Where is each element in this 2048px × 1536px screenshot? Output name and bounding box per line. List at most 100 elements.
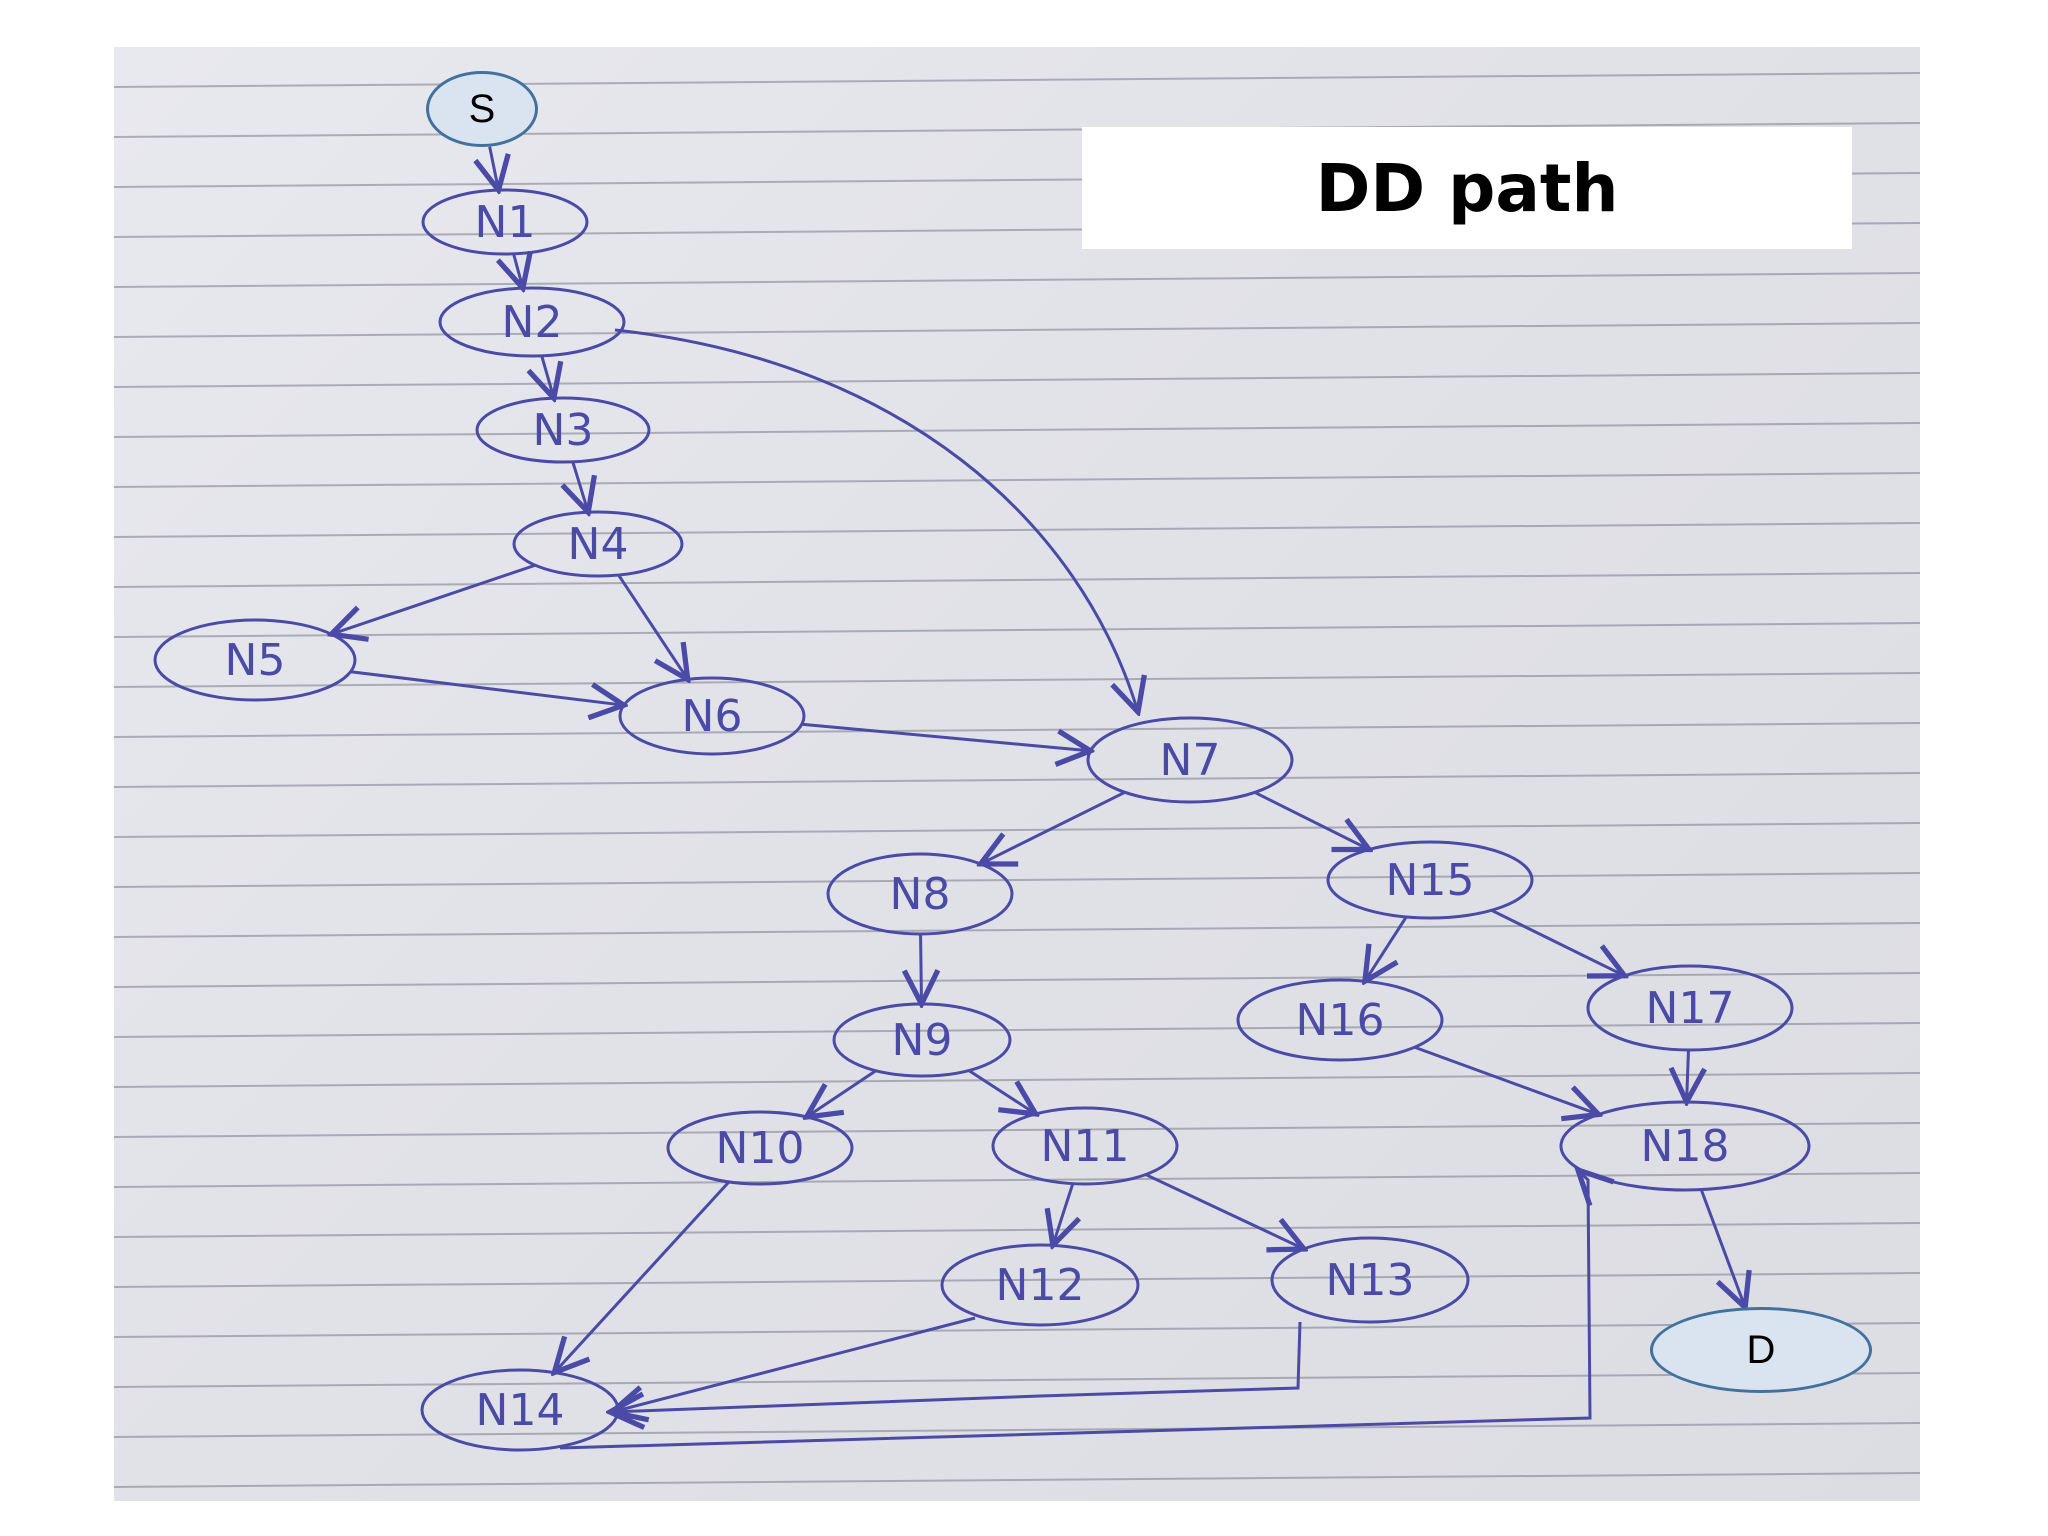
node-n13: N13: [1270, 1236, 1470, 1324]
node-label: N4: [568, 519, 629, 570]
edge-n11-to-n13: [1145, 1173, 1304, 1249]
ruled-line: [114, 872, 1920, 888]
edge-n16-to-n18: [1414, 1045, 1599, 1114]
node-label: N17: [1646, 983, 1735, 1034]
graph-edges: [331, 146, 1745, 1450]
ruled-line: [114, 372, 1920, 388]
edge-n11-to-n12: [1053, 1183, 1073, 1246]
node-label: N3: [533, 405, 594, 456]
node-n7: N7: [1086, 716, 1294, 804]
ruled-line: [114, 822, 1920, 838]
node-label: N7: [1160, 735, 1221, 786]
node-n8: N8: [826, 852, 1014, 936]
node-label: N1: [475, 197, 536, 248]
node-ellipse: [1086, 716, 1294, 804]
node-n15: N15: [1326, 840, 1534, 920]
edge-n12-to-n14: [612, 1316, 976, 1412]
node-n9: N9: [832, 1002, 1012, 1078]
edge-n15-to-n16: [1365, 916, 1408, 981]
node-ellipse: [1586, 964, 1794, 1052]
node-label: N18: [1641, 1121, 1730, 1172]
node-ellipse: [1236, 978, 1444, 1062]
edge-n7-to-n15: [1254, 791, 1369, 849]
ruled-line: [114, 1172, 1920, 1188]
node-label: N5: [225, 635, 286, 686]
node-label: N9: [892, 1015, 953, 1066]
node-label: N13: [1326, 1255, 1415, 1306]
node-n17: N17: [1586, 964, 1794, 1052]
node-label: N8: [890, 869, 951, 920]
node-n1: N1: [421, 188, 589, 256]
node-ellipse: [1559, 1100, 1811, 1192]
edge-n17-to-n18: [1687, 1049, 1689, 1102]
ruled-line: [114, 1222, 1920, 1238]
node-ellipse: [1326, 840, 1534, 920]
node-label: N2: [502, 297, 563, 348]
ruled-line: [114, 1422, 1920, 1438]
start-node: S: [426, 71, 538, 147]
edge-n14-to-n18: [559, 1170, 1590, 1450]
node-ellipse: [991, 1106, 1179, 1186]
ruled-line: [114, 1322, 1920, 1338]
node-n16: N16: [1236, 978, 1444, 1062]
node-ellipse: [421, 188, 589, 256]
edge-n4-to-n6: [617, 574, 688, 679]
node-ellipse: [826, 852, 1014, 936]
node-n5: N5: [153, 618, 357, 702]
edge-n9-to-n11: [968, 1069, 1036, 1113]
ruled-line: [114, 1472, 1920, 1488]
node-ellipse: [438, 286, 626, 358]
node-label: N11: [1041, 1121, 1130, 1172]
ruled-line: [114, 122, 1920, 138]
node-ellipse: [1270, 1236, 1470, 1324]
edge-n1-to-n2: [514, 254, 523, 288]
node-ellipse: [666, 1110, 854, 1186]
edge-s-to-n1: [490, 146, 499, 190]
ruled-line: [114, 1272, 1920, 1288]
edge-n4-to-n5: [331, 563, 536, 634]
node-ellipse: [420, 1368, 620, 1452]
edge-n15-to-n17: [1490, 908, 1625, 975]
edge-n9-to-n10: [807, 1069, 877, 1117]
ruled-line: [114, 272, 1920, 288]
node-ellipse: [832, 1002, 1012, 1078]
node-label: N16: [1296, 995, 1385, 1046]
node-ellipse: [940, 1243, 1140, 1327]
node-label: N12: [996, 1260, 1085, 1311]
node-ellipse: [512, 510, 684, 578]
ruled-line: [114, 772, 1920, 788]
ruled-lines: [114, 72, 1920, 1488]
edge-n10-to-n14: [554, 1180, 731, 1373]
node-n4: N4: [512, 510, 684, 578]
node-label: N15: [1386, 855, 1475, 906]
edge-n8-to-n9: [921, 933, 922, 1004]
ruled-line: [114, 1022, 1920, 1038]
edge-n13-to-n14: [610, 1321, 1302, 1412]
ruled-line: [114, 572, 1920, 588]
edge-n2-to-n7: [614, 328, 1138, 712]
node-n12: N12: [940, 1243, 1140, 1327]
node-label: N14: [476, 1385, 565, 1436]
ruled-line: [114, 472, 1920, 488]
ruled-line: [114, 72, 1920, 88]
node-label: N6: [682, 691, 743, 742]
edge-n18-to-d: [1699, 1189, 1745, 1308]
node-ellipse: [618, 676, 806, 756]
ruled-line: [114, 922, 1920, 938]
node-label: N10: [716, 1123, 805, 1174]
node-n6: N6: [618, 676, 806, 756]
ruled-line: [114, 322, 1920, 338]
ruled-line: [114, 1072, 1920, 1088]
ruled-line: [114, 422, 1920, 438]
node-n10: N10: [666, 1110, 854, 1186]
edge-n5-to-n6: [350, 670, 624, 705]
node-ellipse: [153, 618, 357, 702]
edge-n6-to-n7: [801, 722, 1091, 751]
edge-n3-to-n4: [573, 461, 588, 512]
ruled-line: [114, 522, 1920, 538]
ruled-line: [114, 622, 1920, 638]
